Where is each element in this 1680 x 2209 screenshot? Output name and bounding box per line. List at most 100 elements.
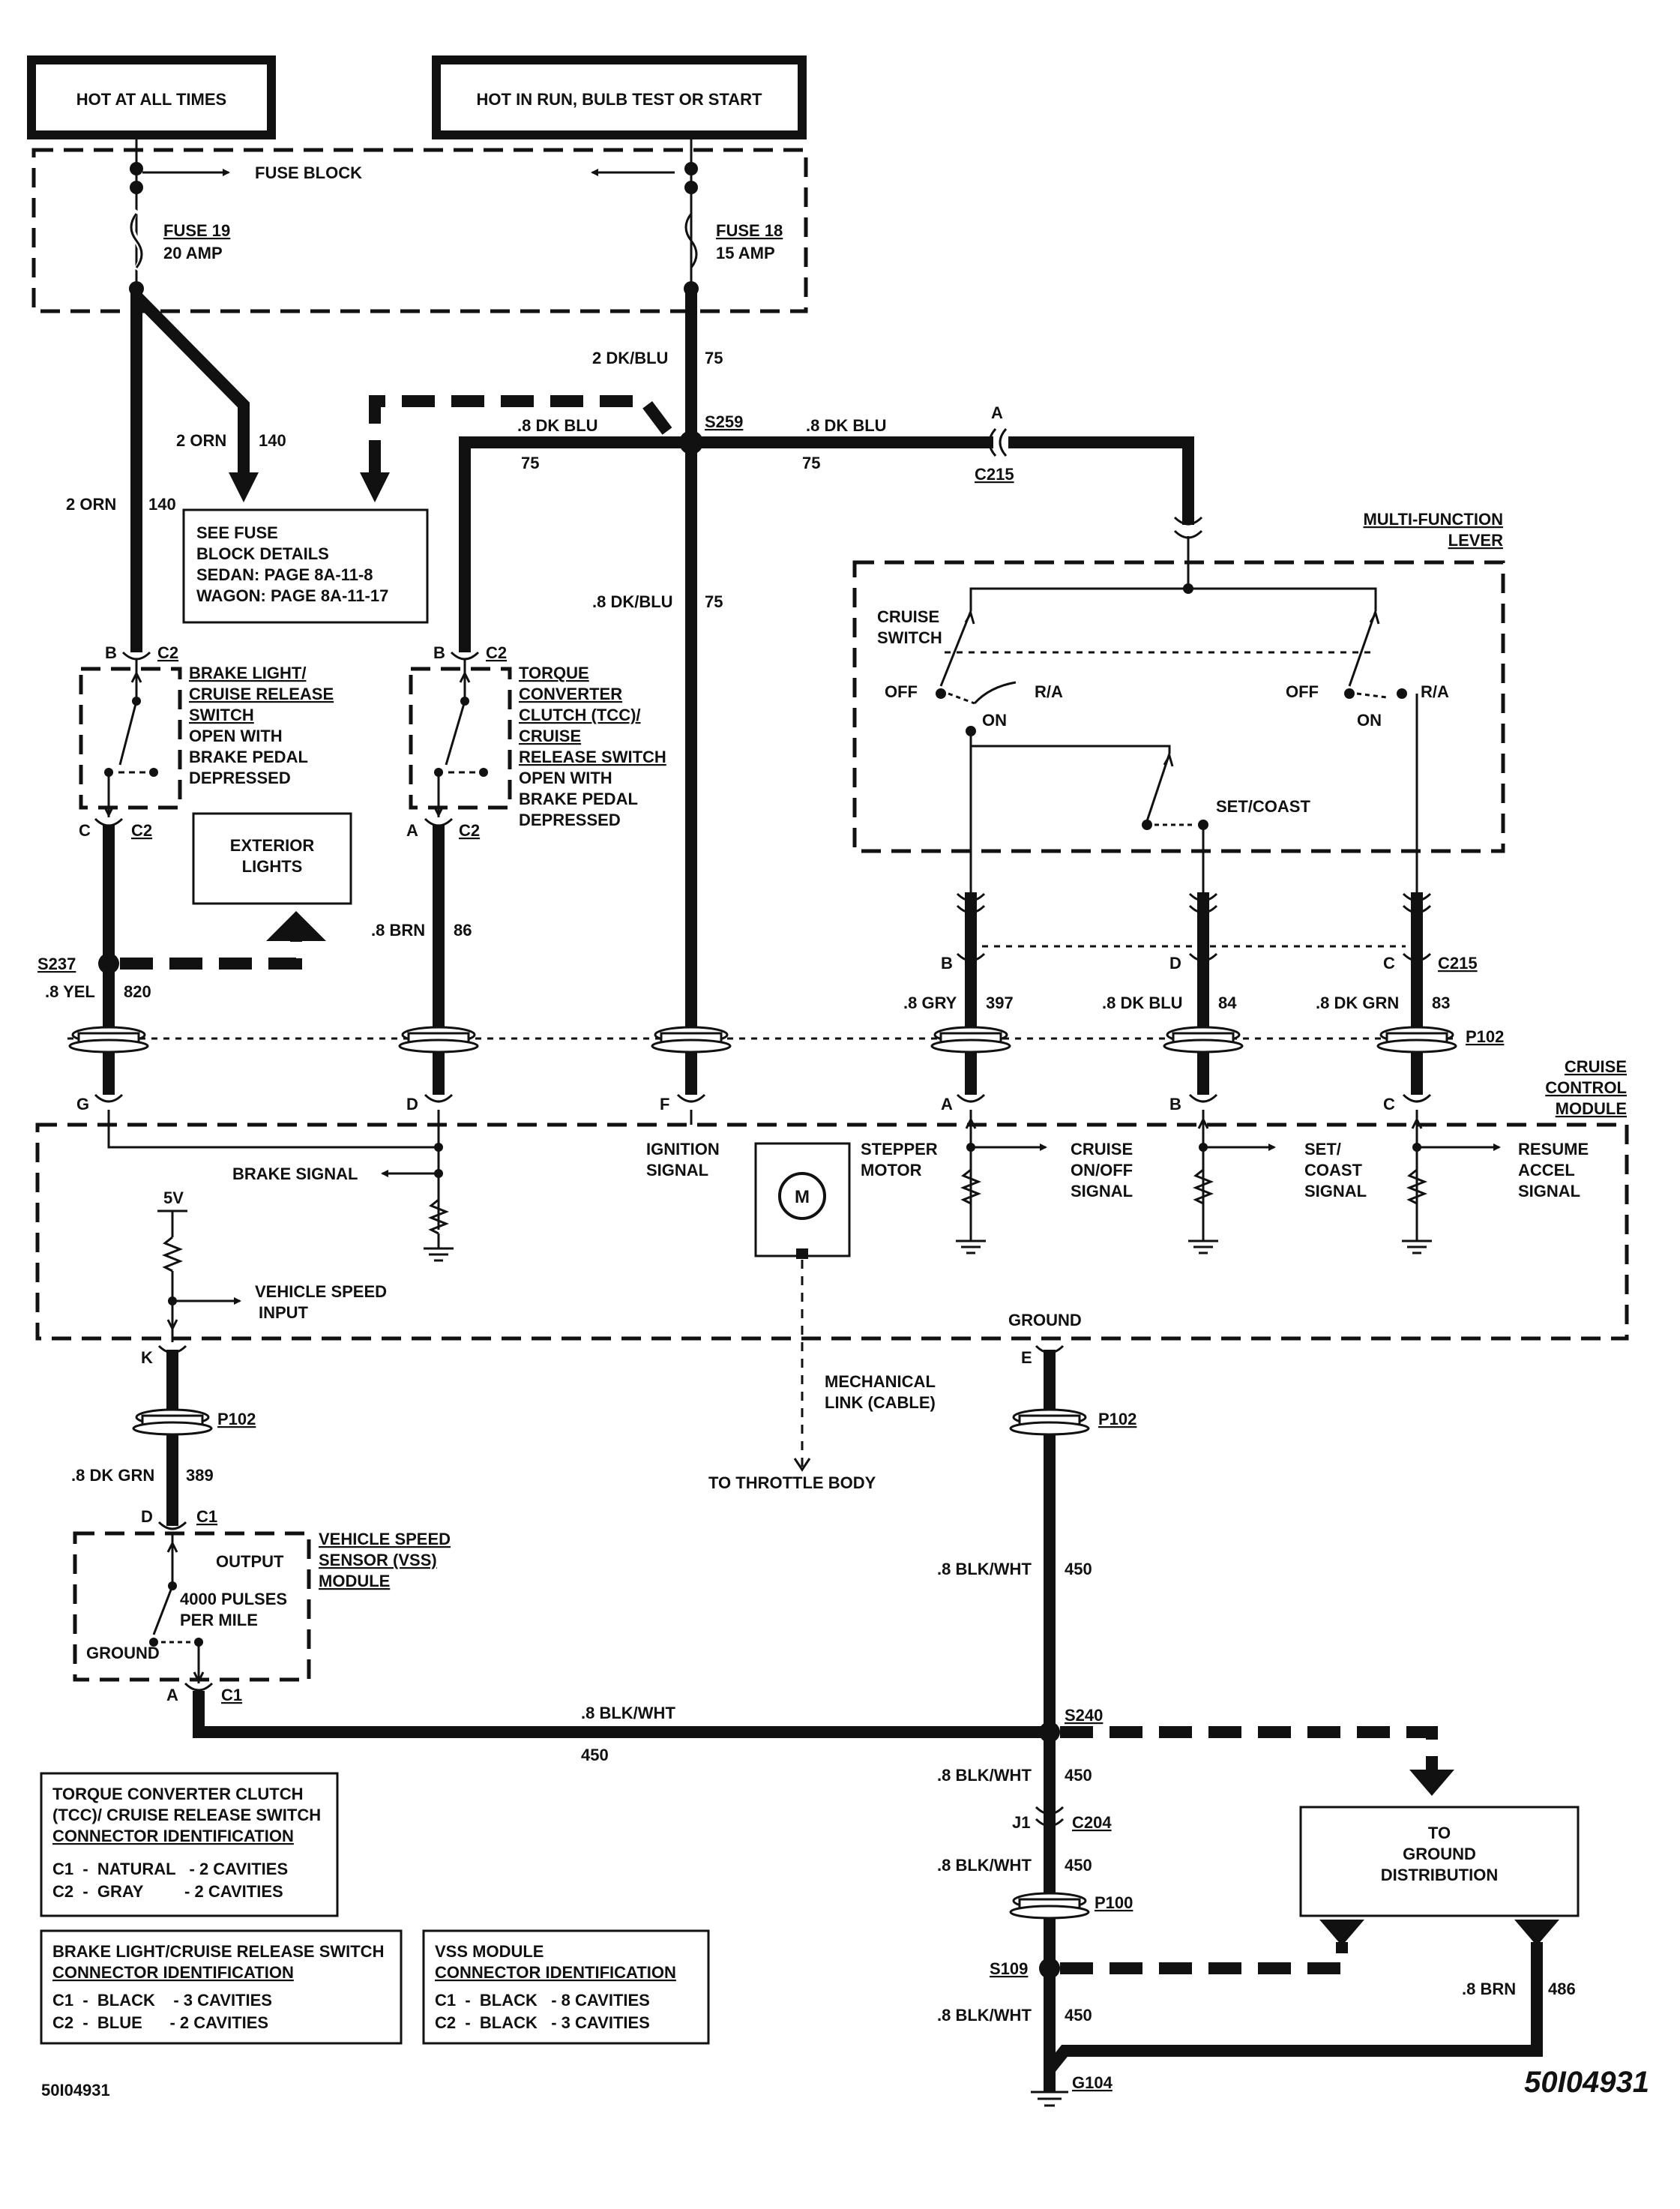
diagram-code-small: 50I04931 <box>41 2081 110 2100</box>
brn-wire-circuit: 86 <box>454 921 472 940</box>
orn-upper-label: 2 ORN <box>176 431 226 450</box>
tcc-title-5: RELEASE SWITCH <box>519 748 666 766</box>
yel-wire-circuit: 820 <box>124 982 151 1001</box>
tcc-table-title-1: TORQUE CONVERTER CLUTCH <box>52 1785 304 1803</box>
tcc-table-title-3: CONNECTOR IDENTIFICATION <box>52 1827 294 1845</box>
vss-pin-d: D <box>141 1507 153 1526</box>
c204-label: C204 <box>1072 1813 1112 1832</box>
splice-s109-dot <box>1039 1958 1060 1979</box>
see-fuse-line-1: SEE FUSE <box>196 523 278 542</box>
gry-wire-circuit: 397 <box>986 994 1014 1012</box>
vss-c1-top: C1 <box>196 1507 217 1526</box>
dkblu-center-label: .8 DK/BLU <box>592 592 673 611</box>
ground-trunk: E P102 .8 BLK/WHT 450 S240 .8 BLK/WHT 45… <box>937 1344 1576 2107</box>
mechanical-1: MECHANICAL <box>825 1372 936 1391</box>
vss-ground-label: GROUND <box>86 1644 160 1662</box>
blkwht-2-circuit: 450 <box>1065 1766 1092 1785</box>
vsi-label-1: VEHICLE SPEED <box>255 1282 387 1301</box>
see-fuse-box: SEE FUSE BLOCK DETAILS SEDAN: PAGE 8A-11… <box>182 508 429 624</box>
splice-s237-label: S237 <box>37 955 76 973</box>
dkblu-left-label: .8 DK BLU <box>517 416 598 435</box>
stepper-label-2: MOTOR <box>861 1161 922 1179</box>
dkblu-circuit: 2 DK/BLU 75 S259 .8 DK BLU 75 .8 DK/BLU … <box>459 289 1203 1095</box>
tcc-note-2: BRAKE PEDAL <box>519 790 638 808</box>
set-coast-3: SIGNAL <box>1304 1182 1367 1200</box>
vss-title-2: SENSOR (VSS) <box>319 1551 437 1569</box>
ground-dist-2: GROUND <box>1403 1845 1476 1863</box>
exterior-lights-arrow-icon <box>266 911 326 941</box>
mfl-on-left: ON <box>982 711 1007 730</box>
cruise-switch-label-2: SWITCH <box>877 628 942 647</box>
ground-dist-arrow-icon <box>1409 1770 1454 1796</box>
blkwht-3-circuit: 450 <box>1065 1856 1092 1875</box>
brake-table-row-1: C1 - BLACK - 3 CAVITIES <box>52 1991 272 2010</box>
splice-s237-dot <box>98 953 119 974</box>
hot-at-all-times-box: HOT AT ALL TIMES <box>27 55 276 139</box>
brake-switch-c2-bottom: C2 <box>131 821 152 840</box>
module-pin-f: F <box>660 1095 669 1113</box>
p102-terminal-c <box>1376 1026 1457 1054</box>
brake-table-title-2: CONNECTOR IDENTIFICATION <box>52 1963 294 1982</box>
p102-terminal-g <box>68 1026 149 1054</box>
ground-dist-1: TO <box>1428 1824 1451 1842</box>
ground-dist-3: DISTRIBUTION <box>1381 1866 1498 1884</box>
fuse-block-label: FUSE BLOCK <box>255 163 362 182</box>
module-title-2: CONTROL <box>1545 1078 1627 1097</box>
module-title-3: MODULE <box>1556 1099 1627 1118</box>
module-pin-g: G <box>76 1095 89 1113</box>
orn-lower-label: 2 ORN <box>66 495 116 514</box>
vss-table-title-1: VSS MODULE <box>435 1942 544 1961</box>
brn-486-circuit: 486 <box>1548 1980 1576 1998</box>
dkgrn-83-circuit: 83 <box>1432 994 1450 1012</box>
motor-icon <box>778 1172 826 1220</box>
gry-wire-label: .8 GRY <box>903 994 957 1012</box>
module-ground-label: GROUND <box>1008 1311 1082 1329</box>
mfl-off-right: OFF <box>1286 682 1319 701</box>
p102-terminal-k <box>132 1408 213 1436</box>
c215-pin-c: C <box>1383 954 1395 973</box>
motor-symbol: M <box>795 1187 810 1207</box>
dkblu-84-label: .8 DK BLU <box>1102 994 1183 1012</box>
brake-switch-pin-b: B <box>105 643 117 662</box>
p102-terminal-d <box>398 1026 479 1054</box>
vss-table-title-2: CONNECTOR IDENTIFICATION <box>435 1963 676 1982</box>
vss-title-1: VEHICLE SPEED <box>319 1530 451 1548</box>
dkblu-center-circuit: 75 <box>705 592 723 611</box>
p102-row-label: P102 <box>1466 1027 1504 1046</box>
tcc-note-1: OPEN WITH <box>519 769 612 787</box>
vss-pin-a: A <box>166 1686 178 1704</box>
tcc-note-3: DEPRESSED <box>519 811 621 829</box>
vss-pulses-1: 4000 PULSES <box>180 1590 287 1608</box>
module-pins: G D F A B C <box>76 1093 1432 1113</box>
resume-2: ACCEL <box>1518 1161 1575 1179</box>
vss-circuit: K P102 .8 DK GRN 389 D C1 OUTPUT 4000 PU… <box>71 1344 1050 1764</box>
cruise-control-module: CRUISE CONTROL MODULE BRAKE SIGNAL 5V VE… <box>35 1057 1629 1472</box>
orn-upper-circuit: 140 <box>259 431 286 450</box>
cruise-onoff-2: ON/OFF <box>1071 1161 1133 1179</box>
cruise-switch-label-1: CRUISE <box>877 607 939 626</box>
fuse-detail-arrow-icon <box>360 472 390 502</box>
brake-switch-note-3: DEPRESSED <box>189 769 291 787</box>
module-title-1: CRUISE <box>1565 1057 1627 1076</box>
tcc-connector-table: TORQUE CONVERTER CLUTCH (TCC)/ CRUISE RE… <box>40 1772 339 1917</box>
vss-ground-wire-label: .8 BLK/WHT <box>581 1704 675 1722</box>
brake-switch-pin-c: C <box>79 821 91 840</box>
mfl-set-coast: SET/COAST <box>1216 797 1310 816</box>
brn-486-label: .8 BRN <box>1462 1980 1516 1998</box>
ignition-label-1: IGNITION <box>646 1140 720 1158</box>
brake-switch-title-1: BRAKE LIGHT/ <box>189 664 306 682</box>
multi-function-lever: MULTI-FUNCTION LEVER CRUISE SWITCH OFF R… <box>852 510 1505 892</box>
p102-e-label: P102 <box>1098 1410 1136 1428</box>
ignition-label-2: SIGNAL <box>646 1161 708 1179</box>
dkblu-left-circuit: 75 <box>521 454 539 472</box>
splice-s240-label: S240 <box>1065 1706 1103 1725</box>
tcc-title-3: CLUTCH (TCC)/ <box>519 706 641 724</box>
resume-3: SIGNAL <box>1518 1182 1580 1200</box>
vss-table-row-1: C1 - BLACK - 8 CAVITIES <box>435 1991 650 2010</box>
module-pin-d: D <box>406 1095 418 1113</box>
dkblu-2-label: 2 DK/BLU <box>592 349 668 367</box>
blkwht-upper-circuit: 450 <box>1065 1560 1092 1578</box>
dkblu-2-circuit: 75 <box>705 349 723 367</box>
mfl-on-right: ON <box>1357 711 1382 730</box>
p102-terminal-e <box>1009 1408 1090 1436</box>
